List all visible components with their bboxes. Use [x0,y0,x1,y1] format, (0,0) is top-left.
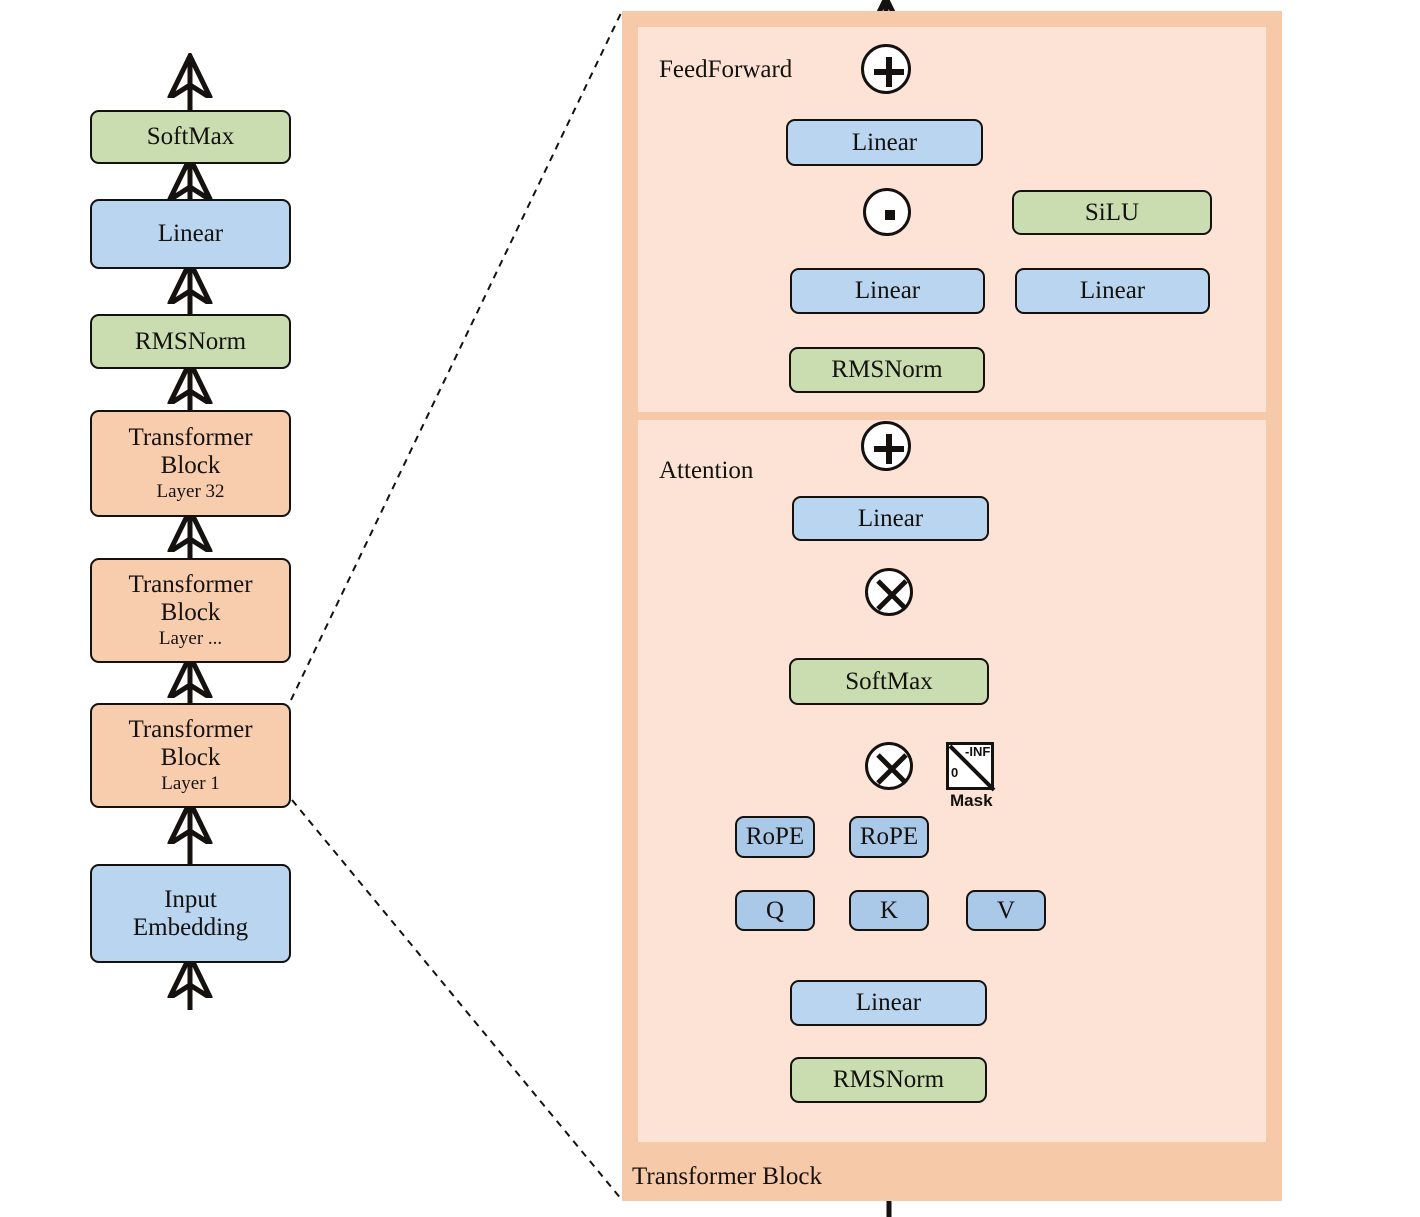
node-label: Linear [851,128,918,156]
ff-add-operator[interactable] [861,44,911,94]
attn-qk-matmul-operator[interactable] [865,742,913,790]
attn-qkv-linear[interactable]: Linear [790,980,987,1026]
mask-upper-value: -INF [965,744,991,759]
node-label: RMSNorm [831,356,943,383]
node-label: RoPE [859,823,919,850]
node-label: Linear [855,989,922,1016]
ff-rmsnorm[interactable]: RMSNorm [789,347,985,393]
attn-rope-q[interactable]: RoPE [735,816,815,858]
node-label: Q [765,896,785,924]
ff-gate-linear[interactable]: Linear [790,268,985,314]
block-sublabel: Layer ... [158,628,223,650]
block-linear-head[interactable]: Linear [90,199,291,269]
transformer-block-outer-label: Transformer Block [632,1163,823,1190]
mask-lower-value: 0 [951,765,959,780]
node-label: RMSNorm [832,1066,945,1093]
attention-label: Attention [659,457,754,484]
attn-q[interactable]: Q [735,890,815,931]
cross-multiply-icon [876,753,908,785]
attn-v[interactable]: V [966,890,1046,931]
dot-product-icon [885,210,895,220]
attn-out-linear[interactable]: Linear [792,496,989,541]
attn-k[interactable]: K [849,890,929,931]
ff-up-linear[interactable]: Linear [1015,268,1210,314]
callout-line-top [290,10,623,701]
block-sublabel: Layer 1 [161,773,220,795]
attn-softmax[interactable]: SoftMax [789,658,989,705]
ff-silu[interactable]: SiLU [1012,190,1212,235]
block-label: Linear [157,220,224,247]
node-label: Linear [857,504,924,532]
attn-av-matmul-operator[interactable] [865,568,913,616]
mask-diagonal-icon [949,745,996,792]
node-label: RoPE [745,823,805,850]
mask-label: Mask [950,791,993,810]
callout-line-bottom [291,799,623,1201]
node-label: K [879,896,899,924]
node-label: SoftMax [845,667,933,695]
block-softmax[interactable]: SoftMax [90,110,291,164]
cross-multiply-icon [876,579,908,611]
attn-rmsnorm[interactable]: RMSNorm [790,1057,987,1103]
plus-icon [874,434,904,464]
block-rmsnorm-final[interactable]: RMSNorm [90,314,291,369]
ff-elementwise-mul-operator[interactable] [863,188,911,236]
node-label: Linear [854,277,921,304]
node-label: SiLU [1084,198,1140,226]
attn-add-operator[interactable] [861,421,911,471]
node-label: V [996,896,1016,924]
block-label: RMSNorm [134,327,247,355]
ff-down-linear[interactable]: Linear [786,119,983,166]
feedforward-label: FeedForward [659,56,793,83]
block-sublabel: Layer 32 [156,481,225,503]
node-label: Linear [1079,277,1146,304]
attn-rope-k[interactable]: RoPE [849,816,929,858]
attention-mask-icon [946,742,996,792]
plus-icon [874,57,904,87]
block-label: SoftMax [146,123,235,150]
